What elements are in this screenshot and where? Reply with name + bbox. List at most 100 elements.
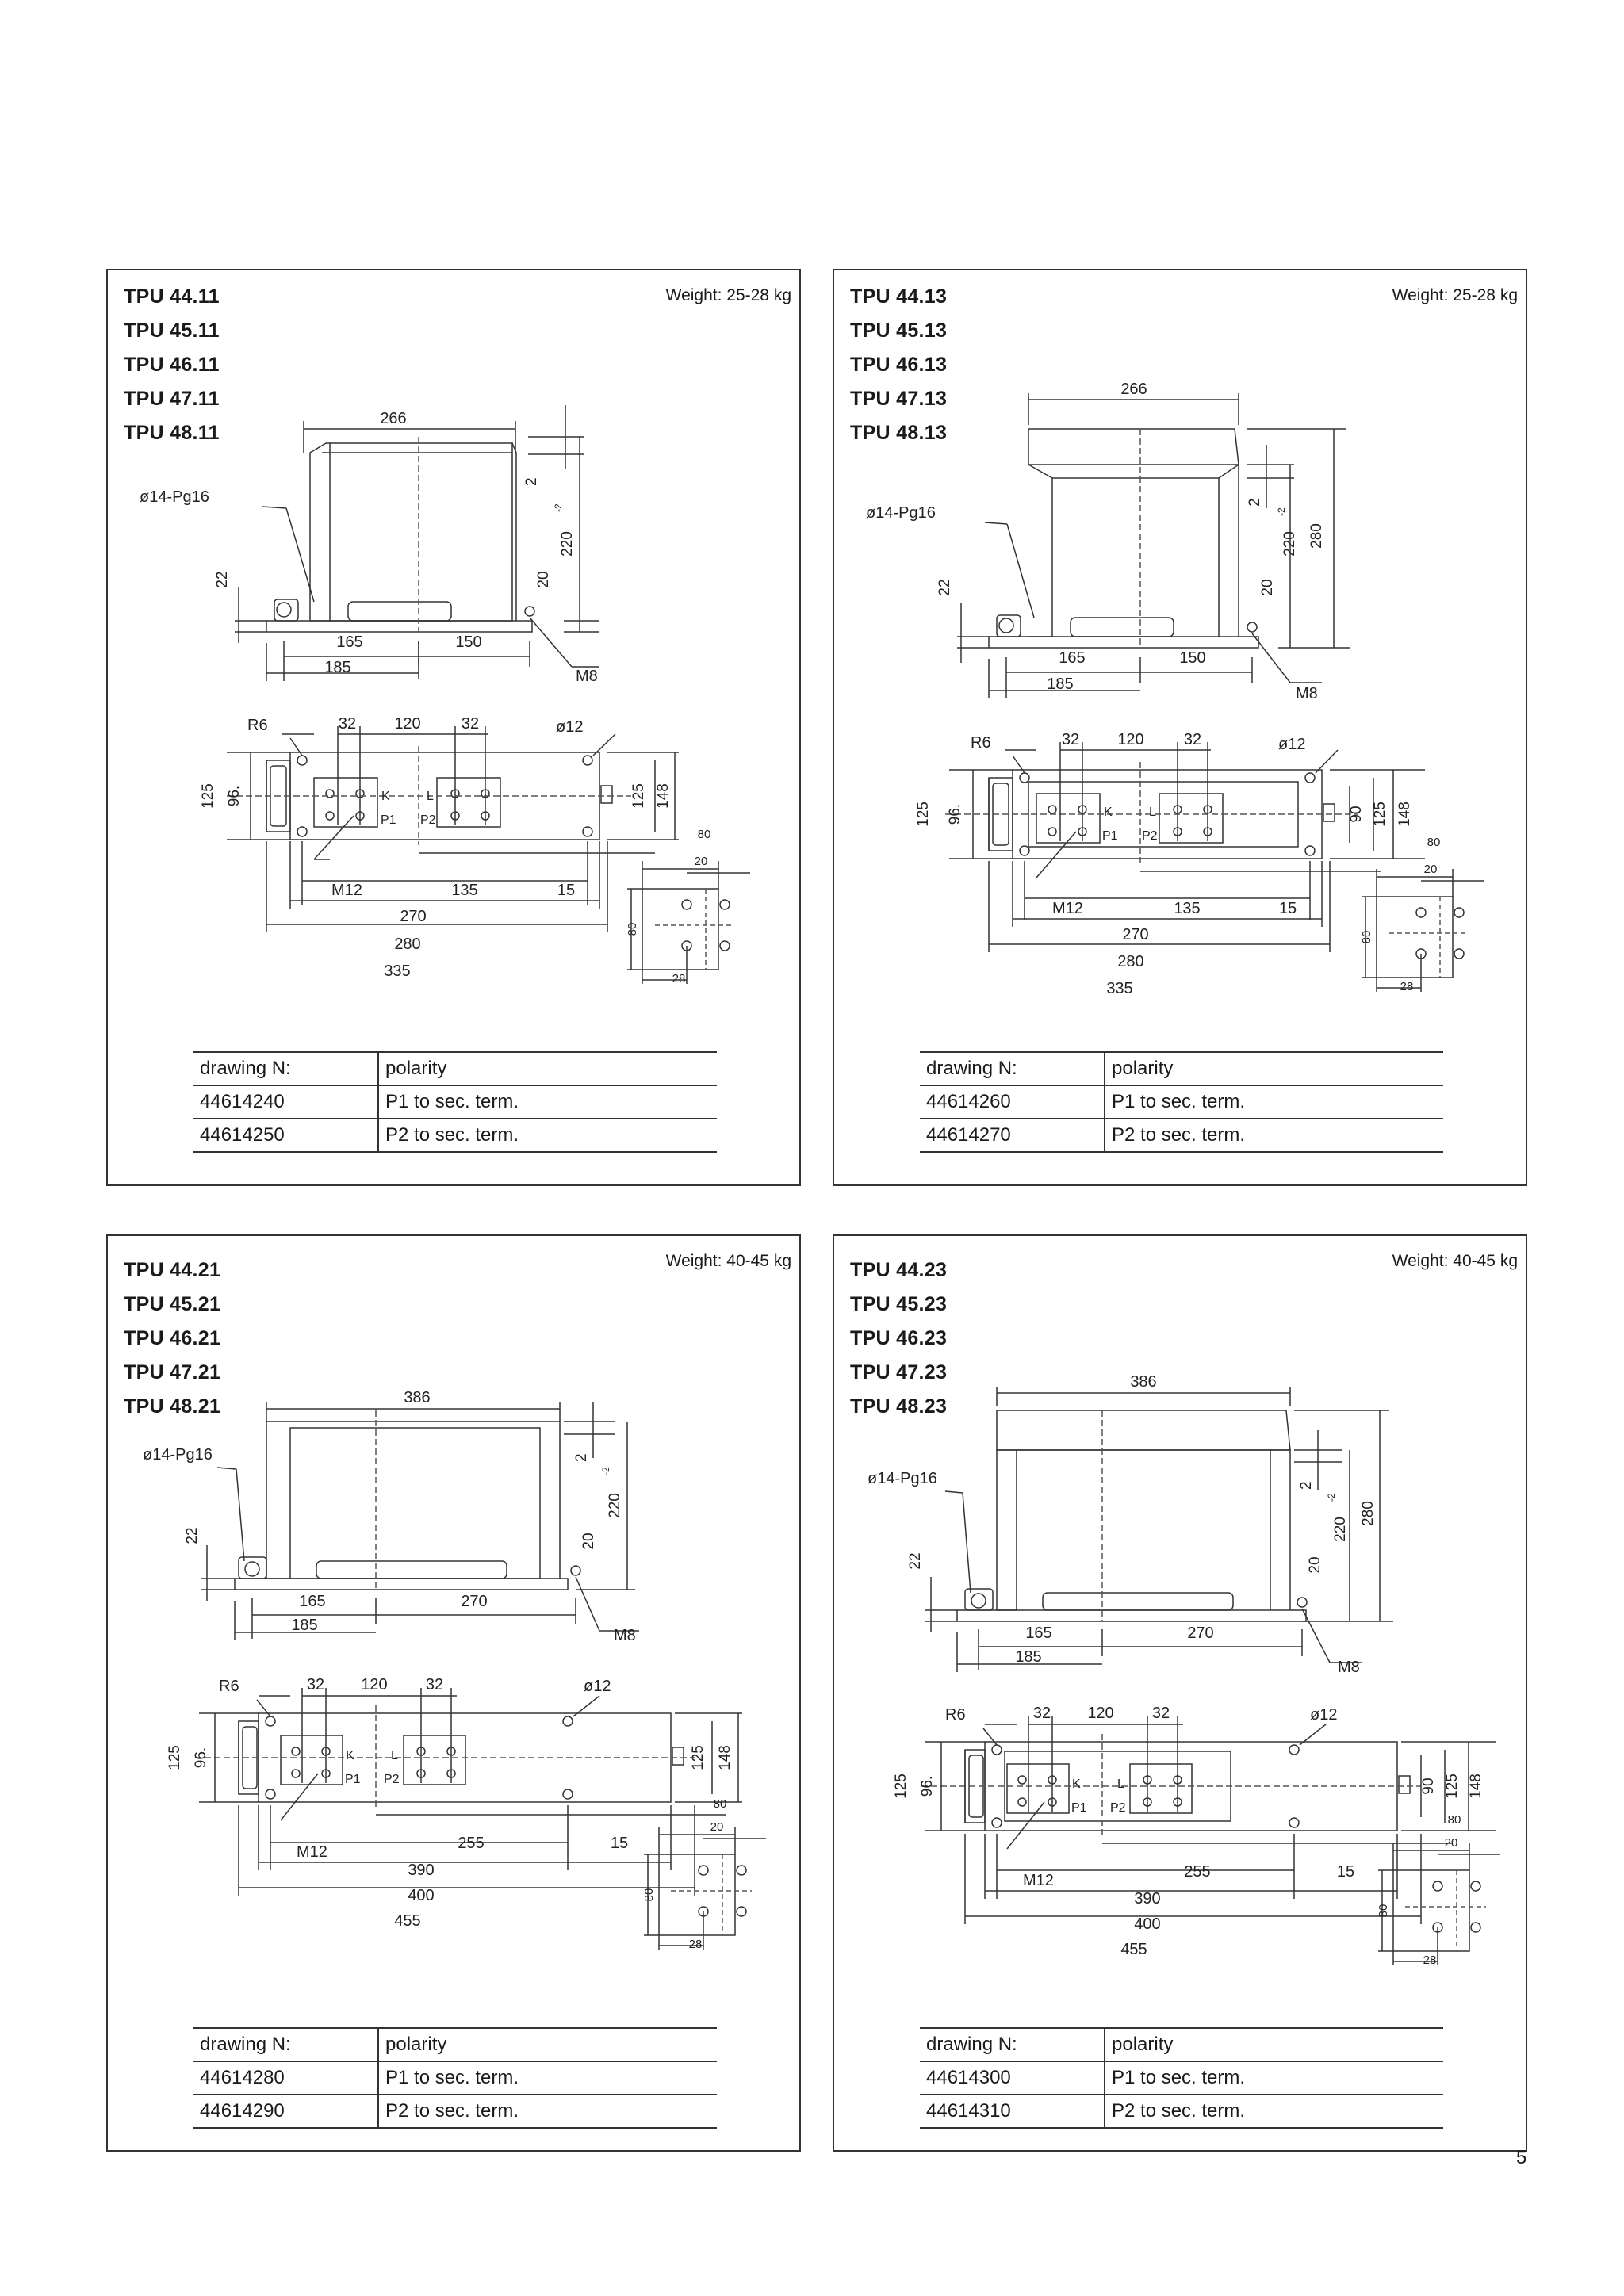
dim-400: 400 xyxy=(1134,1915,1160,1933)
model-name: TPU 46.21 xyxy=(124,1327,221,1349)
dim-top-width: 266 xyxy=(1120,381,1147,398)
pad-dim-28: 28 xyxy=(1400,980,1414,993)
model-name: TPU 45.21 xyxy=(124,1293,221,1315)
dim-96: 96. xyxy=(919,1776,936,1797)
polarity: P1 to sec. term. xyxy=(378,1085,717,1119)
dim-96: 96. xyxy=(947,804,963,825)
dim-185: 185 xyxy=(291,1617,317,1634)
table-header-polarity: polarity xyxy=(378,1051,717,1085)
model-list: TPU 44.21 TPU 45.21 TPU 46.21 TPU 47.21 … xyxy=(124,1253,220,1424)
hole-d12-label: ø12 xyxy=(584,1678,611,1695)
dim-22: 22 xyxy=(936,579,953,595)
pad-dim-20: 20 xyxy=(710,1820,724,1834)
dim-455: 455 xyxy=(1120,1941,1147,1958)
dim-125-left: 125 xyxy=(167,1745,183,1770)
dim-125-left: 125 xyxy=(893,1774,910,1799)
model-name: TPU 47.13 xyxy=(850,388,948,410)
dim-20: 20 xyxy=(1307,1556,1323,1573)
pad-dim-80-side: 80 xyxy=(1360,931,1373,944)
table-header-drawing: drawing N: xyxy=(193,2027,379,2061)
weight-label: Weight: 40-45 kg xyxy=(665,1252,791,1270)
dim-32-left: 32 xyxy=(307,1676,324,1693)
dim-32-right: 32 xyxy=(426,1676,443,1693)
terminal-p2: P2 xyxy=(1110,1801,1126,1815)
polarity: P2 to sec. term. xyxy=(1105,2094,1443,2129)
model-name: TPU 48.21 xyxy=(124,1395,221,1418)
dim-255: 255 xyxy=(1184,1863,1210,1881)
model-name: TPU 45.13 xyxy=(850,320,948,342)
dim-280: 280 xyxy=(1360,1501,1377,1526)
dim-335: 335 xyxy=(1106,980,1132,997)
drawing-number: 44614260 xyxy=(920,1085,1105,1119)
dim-22: 22 xyxy=(184,1527,201,1544)
dim-20: 20 xyxy=(1259,579,1276,595)
dim-120: 120 xyxy=(1087,1705,1113,1722)
weight-label: Weight: 25-28 kg xyxy=(1392,286,1518,304)
dim-270: 270 xyxy=(461,1593,487,1610)
dim-220: 220 xyxy=(1332,1517,1349,1542)
hole-d12-label: ø12 xyxy=(1310,1706,1337,1724)
dim-165: 165 xyxy=(336,633,362,651)
dim-185: 185 xyxy=(1047,675,1073,693)
dim-165: 165 xyxy=(1059,649,1085,667)
dim-125-right: 125 xyxy=(690,1745,707,1770)
dim-2: 2 xyxy=(573,1453,590,1462)
hole-d12-label: ø12 xyxy=(1278,736,1305,753)
pad-dim-80-side: 80 xyxy=(626,923,639,936)
dim-top-width: 386 xyxy=(404,1389,430,1406)
dim-148: 148 xyxy=(717,1745,733,1770)
bolt-m8-label: M8 xyxy=(1338,1659,1360,1676)
model-name: TPU 44.21 xyxy=(124,1259,221,1281)
pad-dim-80-top: 80 xyxy=(714,1797,727,1811)
dim-top-width: 266 xyxy=(380,410,406,427)
dim-96: 96. xyxy=(226,786,243,806)
table-header-polarity: polarity xyxy=(1105,2027,1443,2061)
dim-15: 15 xyxy=(557,882,575,899)
table-header-polarity: polarity xyxy=(1105,1051,1443,1085)
drawing-number: 44614300 xyxy=(920,2061,1105,2095)
terminal-p1: P1 xyxy=(1071,1801,1087,1815)
polarity: P2 to sec. term. xyxy=(378,2094,717,2129)
dim-280: 280 xyxy=(394,936,420,953)
cable-gland-label: ø14-Pg16 xyxy=(143,1446,213,1464)
terminal-k: K xyxy=(1104,806,1113,819)
pad-dim-28: 28 xyxy=(672,972,686,985)
polarity: P2 to sec. term. xyxy=(1105,1118,1443,1153)
table-header-drawing: drawing N: xyxy=(920,1051,1105,1085)
bolt-m12-label: M12 xyxy=(297,1843,327,1861)
dim-185: 185 xyxy=(1015,1648,1041,1666)
pad-dim-20: 20 xyxy=(1424,863,1438,876)
dim-125-left: 125 xyxy=(915,802,932,827)
model-list: TPU 44.11 TPU 45.11 TPU 46.11 TPU 47.11 … xyxy=(124,280,220,450)
dim-15: 15 xyxy=(1337,1863,1354,1881)
dim-148: 148 xyxy=(655,783,672,809)
dim-22: 22 xyxy=(214,571,231,587)
dim-135: 135 xyxy=(1174,900,1200,917)
terminal-l: L xyxy=(391,1749,398,1762)
dim-15: 15 xyxy=(1279,900,1297,917)
table-header-drawing: drawing N: xyxy=(193,1051,379,1085)
dim-2: 2 xyxy=(1247,498,1263,507)
pad-dim-80-side: 80 xyxy=(1377,1904,1390,1918)
dim-32-right: 32 xyxy=(1184,731,1201,748)
dim-255: 255 xyxy=(458,1835,484,1852)
polarity: P2 to sec. term. xyxy=(378,1118,717,1153)
dim-270: 270 xyxy=(1122,926,1148,943)
terminal-p2: P2 xyxy=(384,1773,400,1786)
weight-label: Weight: 25-28 kg xyxy=(665,286,791,304)
model-name: TPU 44.13 xyxy=(850,285,948,308)
model-name: TPU 46.11 xyxy=(124,354,220,376)
technical-drawing: 386 ø14-Pg16 22 2 20 220 -2 280 165 270 … xyxy=(868,1373,1500,1967)
radius-label: R6 xyxy=(945,1706,966,1724)
dim-280: 280 xyxy=(1117,953,1143,970)
model-name: TPU 44.23 xyxy=(850,1259,948,1281)
dim-150: 150 xyxy=(455,633,481,651)
page-number: 5 xyxy=(1516,2147,1527,2168)
dim-32-left: 32 xyxy=(339,715,356,733)
dim-220-tolerance: -2 xyxy=(553,503,564,512)
bolt-m12-label: M12 xyxy=(331,882,362,899)
dim-20: 20 xyxy=(535,571,552,587)
pad-dim-80-side: 80 xyxy=(642,1888,656,1902)
dim-90: 90 xyxy=(1420,1777,1437,1794)
